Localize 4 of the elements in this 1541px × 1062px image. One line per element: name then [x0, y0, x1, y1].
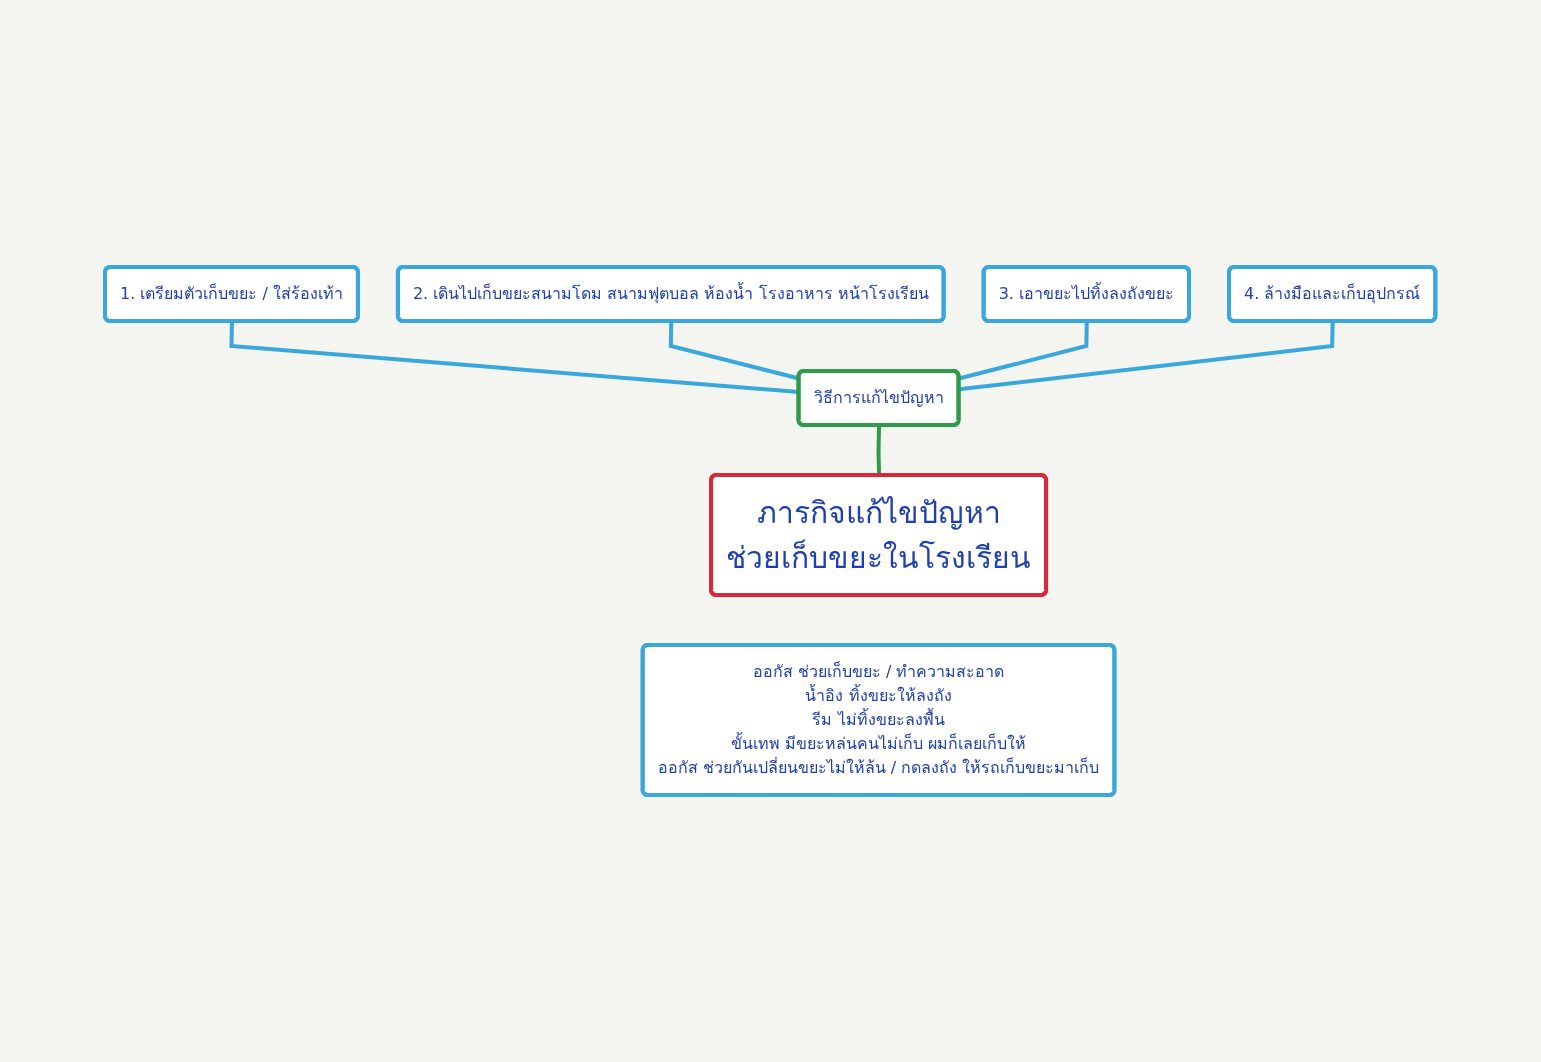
connector: [229, 321, 800, 395]
connector: [669, 321, 800, 381]
connector: [876, 425, 882, 476]
connector: [959, 321, 1335, 392]
